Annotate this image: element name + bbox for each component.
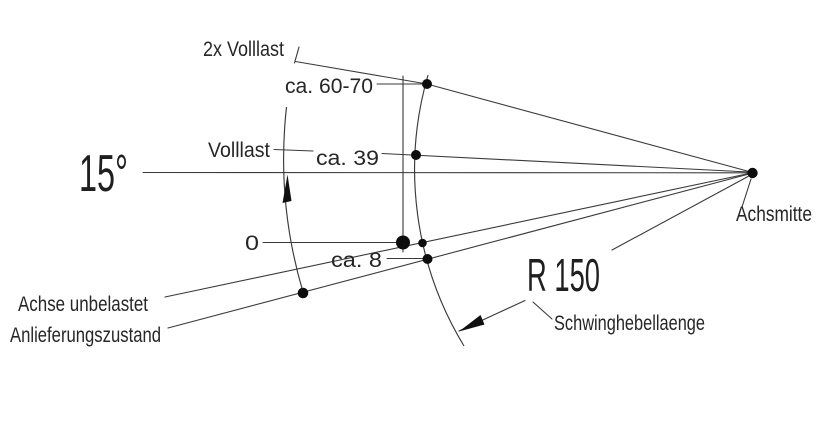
ray-volllast <box>381 152 750 173</box>
dim-ca-39: ca. 39 <box>316 147 379 170</box>
leader-2x-volllast <box>294 60 428 85</box>
label-schwinghebellaenge: Schwinghebellaenge <box>554 312 705 335</box>
dim-zero: 0 <box>245 232 259 255</box>
label-anlieferungszustand: Anlieferungszustand <box>10 324 161 347</box>
point-zero <box>396 235 410 250</box>
label-achse-unbelastet: Achse unbelastet <box>18 293 148 316</box>
radius-r150-label: R 150 <box>527 249 600 301</box>
point-2x-volllast <box>422 79 432 89</box>
dim-ca-60-70: ca. 60-70 <box>285 75 373 98</box>
ray-anlieferungszustand <box>167 173 750 329</box>
leader-achsmitte <box>741 178 752 208</box>
angle-15-label: 15° <box>79 145 128 203</box>
point-volllast <box>411 150 421 160</box>
point-achsmitte <box>747 167 758 179</box>
radius-leader-inner <box>611 175 749 251</box>
leader-tick-2x-volllast <box>293 46 300 64</box>
label-achsmitte: Achsmitte <box>736 203 812 226</box>
point-arc-delivery <box>297 287 309 299</box>
label-volllast: Volllast <box>208 139 270 162</box>
arrow-left-icon <box>459 315 485 332</box>
ray-2x-volllast <box>426 83 750 173</box>
ray-achse-unbelastet <box>164 172 750 298</box>
dim-ca-8: ca. 8 <box>331 249 382 272</box>
r150-arc <box>414 74 465 347</box>
leader-schwinghebellaenge <box>532 301 553 320</box>
point-achse-unbelastet <box>418 238 427 248</box>
point-anlieferungszustand <box>422 254 433 264</box>
label-2x-volllast: 2x Volllast <box>203 38 284 61</box>
leader-volllast <box>273 148 314 152</box>
arrow-up-icon <box>282 174 292 203</box>
